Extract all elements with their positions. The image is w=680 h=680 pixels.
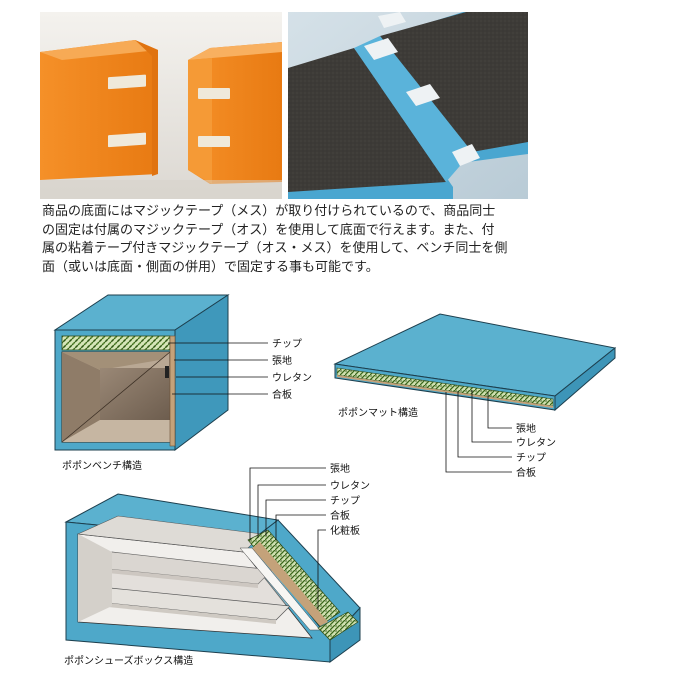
shoebox-label-urethane: ウレタン — [330, 480, 370, 492]
bench-diagram: チップ 張地 ウレタン 合板 ポポンベンチ構造 — [53, 294, 312, 472]
description-text: 商品の底面にはマジックテープ（メス）が取り付けられているので、商品同士 の固定は… — [42, 203, 532, 277]
description-line: の固定は付属のマジックテープ（オス）を使用して底面で行えます。また、付 — [42, 222, 495, 238]
description-line: 商品の底面にはマジックテープ（メス）が取り付けられているので、商品同士 — [42, 204, 496, 219]
mat-label-plywood: 合板 — [516, 466, 536, 479]
mat-label-chip: チップ — [516, 452, 546, 464]
description-line: 面（或いは底面・側面の併用）で固定する事も可能です。 — [42, 259, 379, 275]
bench-label-chip: チップ — [272, 338, 302, 350]
mat-diagram: 張地 ウレタン チップ 合板 ポポンマット構造 — [333, 313, 617, 479]
mat-label-upholstery: 張地 — [516, 422, 536, 435]
photo-orange-bench-ends — [40, 12, 282, 199]
shoebox-label-chip: チップ — [330, 495, 360, 507]
shoebox-diagram: 張地 ウレタン チップ 合板 化粧板 ポポンシューズボックス構造 — [64, 462, 370, 667]
mat-label-urethane: ウレタン — [516, 437, 556, 449]
bench-caption: ポポンベンチ構造 — [62, 459, 142, 472]
photo-mats-joined — [288, 12, 528, 199]
shoebox-caption: ポポンシューズボックス構造 — [64, 654, 193, 667]
bench-label-upholstery: 張地 — [272, 354, 292, 367]
bench-label-plywood: 合板 — [272, 388, 292, 401]
shoebox-label-upholstery: 張地 — [330, 462, 350, 475]
shoebox-label-plywood: 合板 — [330, 509, 350, 522]
description-line: 属の粘着テープ付きマジックテープ（オス・メス）を使用して、ベンチ同士を側 — [42, 241, 508, 256]
mat-caption: ポポンマット構造 — [338, 406, 418, 419]
bench-label-urethane: ウレタン — [272, 372, 312, 384]
shoebox-label-decorative-board: 化粧板 — [330, 524, 360, 537]
